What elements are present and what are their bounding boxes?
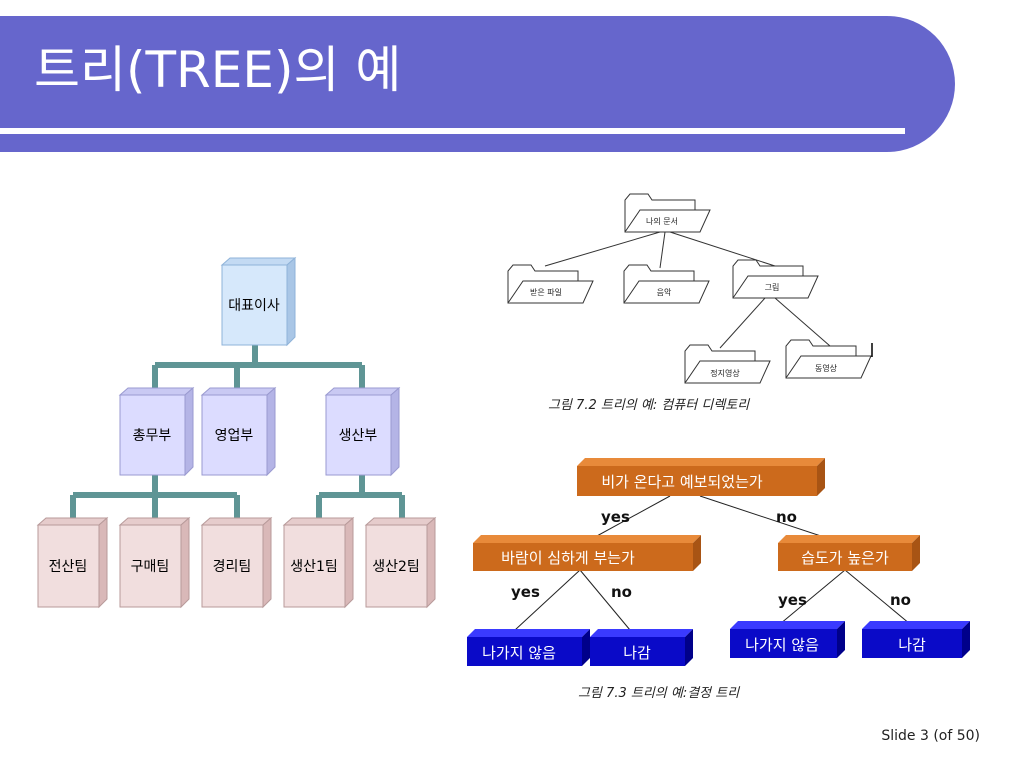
org-team-node: 경리팀 [200,516,273,609]
decision-node: 습도가 높은가 [778,535,920,571]
org-team-node: 전산팀 [36,516,109,609]
decision-node: 비가 온다고 예보되었는가 [577,458,825,496]
folder-label: 나의 문서 [646,216,678,226]
decision-tree-caption: 그림 7.3 트리의 예:결정 트리 [578,686,740,701]
org-dept-label: 생산부 [339,428,378,444]
folder-icon [785,339,872,379]
leaf-label: 나가지 않음 [482,644,556,662]
org-dept-node: 생산부 [324,386,401,477]
decision-node: 바람이 심하게 부는가 [473,535,701,571]
org-dept-label: 총무부 [133,428,172,444]
edge-label-no: no [776,508,797,526]
directory-tree: 나의 문서 받은 파일 음악 그림 정지영상 동영상 그림 7.2 트리의 예:… [507,193,873,413]
org-team-label: 구매팀 [131,559,170,575]
title-underline [0,128,905,134]
org-dept-node: 영업부 [200,386,277,477]
org-team-node: 생산1팀 [282,516,355,609]
directory-tree-caption: 그림 7.2 트리의 예: 컴퓨터 디렉토리 [548,398,750,413]
org-team-node: 생산2팀 [364,516,437,609]
leaf-label: 나감 [623,644,651,662]
edge-label-yes: yes [778,591,807,609]
org-team-node: 구매팀 [118,516,191,609]
decision-tree: yes no yes no yes no 비가 온다고 예보되었는가 바람이 심… [467,458,970,701]
folder-icon [732,259,819,299]
org-team-label: 생산2팀 [372,559,420,575]
leaf-node: 나감 [590,629,693,666]
org-root-node: 대표이사 [220,256,297,347]
decision-node-label: 습도가 높은가 [801,549,889,567]
folder-icon [624,193,711,233]
edge-label-yes: yes [511,583,540,601]
leaf-label: 나감 [898,636,926,654]
folder-label: 정지영상 [710,368,740,378]
org-connectors [70,345,405,520]
org-dept-label: 영업부 [215,428,254,444]
folder-label: 받은 파일 [530,287,562,297]
org-team-label: 생산1팀 [290,559,338,575]
folder-icon [684,344,771,384]
folder-icon [507,264,594,304]
org-team-label: 전산팀 [49,559,88,575]
directory-edges [544,231,831,349]
folder-label: 그림 [765,282,780,292]
org-dept-node: 총무부 [118,386,195,477]
leaf-node: 나가지 않음 [730,621,845,658]
org-root-label: 대표이사 [228,298,280,314]
folder-label: 음악 [657,287,672,297]
slide-number: Slide 3 (of 50) [881,728,980,744]
leaf-node: 나가지 않음 [467,629,590,666]
edge-label-no: no [890,591,911,609]
folder-icon [623,264,710,304]
org-chart: 대표이사 총무부 영업부 생산부 전산팀 [36,256,437,609]
edge-label-no: no [611,583,632,601]
edge-label-yes: yes [601,508,630,526]
leaf-node: 나감 [862,621,970,658]
org-team-label: 경리팀 [213,559,252,575]
folder-label: 동영상 [815,363,838,373]
leaf-label: 나가지 않음 [745,636,819,654]
decision-root-label: 비가 온다고 예보되었는가 [601,473,763,491]
decision-node-label: 바람이 심하게 부는가 [501,549,635,567]
slide-title: 트리(TREE)의 예 [34,41,402,99]
